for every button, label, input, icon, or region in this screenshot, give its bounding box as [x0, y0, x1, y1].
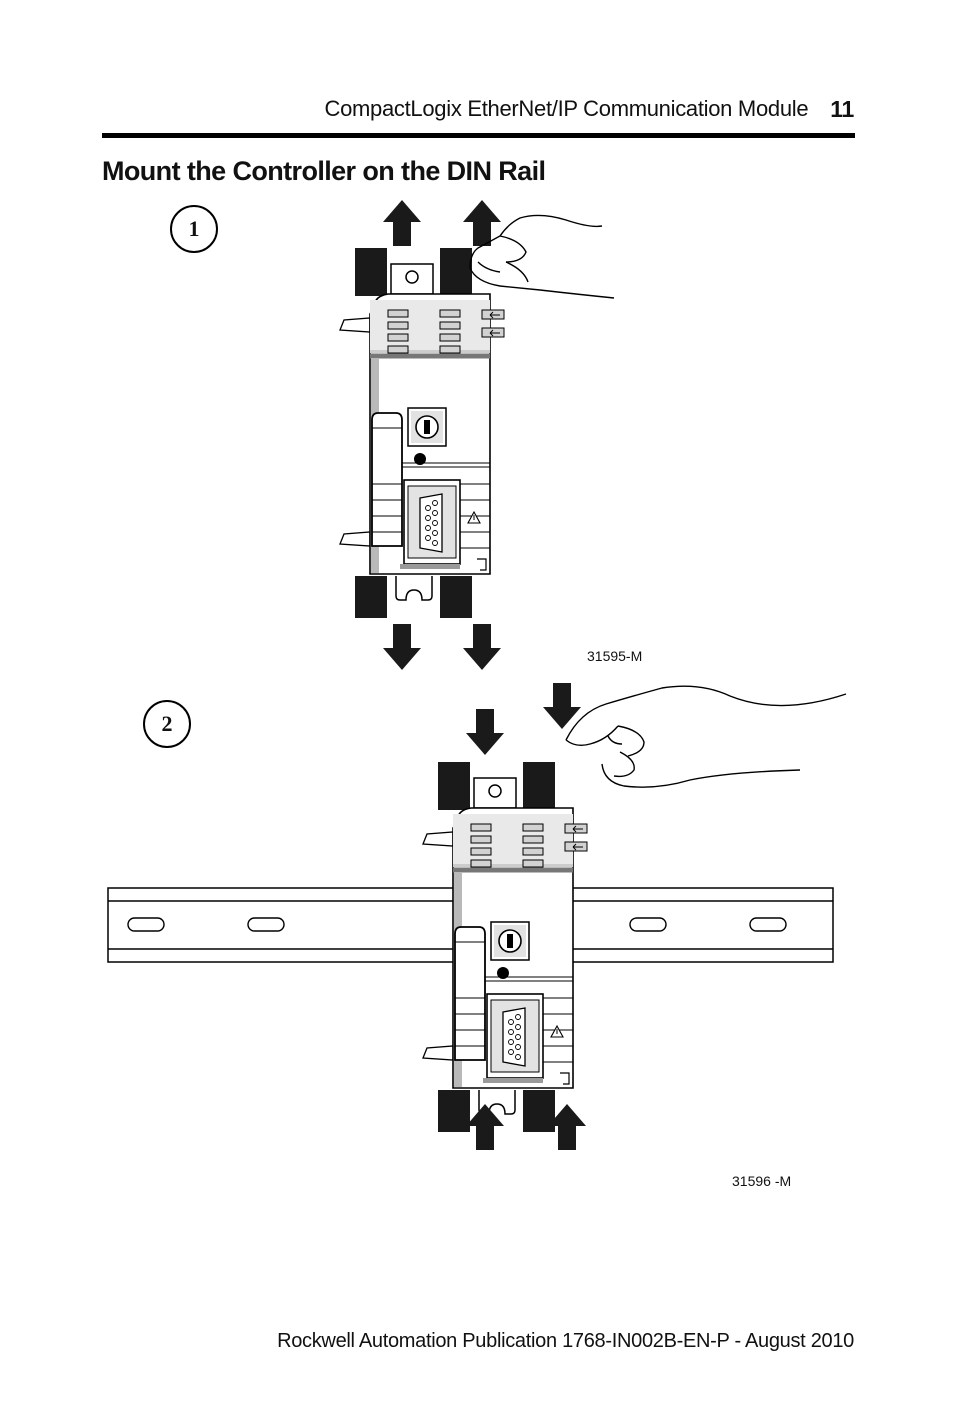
arrow-down-icon	[466, 709, 504, 755]
publication-footer: Rockwell Automation Publication 1768-IN0…	[277, 1330, 854, 1352]
hand-icon	[469, 214, 615, 299]
step-2-label: 2	[161, 711, 173, 736]
hand-icon	[565, 685, 847, 788]
arrow-down-icon	[463, 624, 501, 670]
arrow-up-icon	[466, 1104, 504, 1150]
figure-1-id: 31595-M	[587, 648, 643, 664]
step-1-label: 1	[188, 216, 200, 241]
figure-2	[107, 683, 847, 1150]
arrow-down-icon	[383, 624, 421, 670]
arrow-down-icon	[543, 683, 581, 729]
figure-2-id: 31596 -M	[732, 1173, 792, 1189]
step-2-marker: 2	[143, 700, 191, 748]
header-title: CompactLogix EtherNet/IP Communication M…	[324, 96, 809, 121]
header-rule	[102, 133, 855, 138]
running-header: CompactLogix EtherNet/IP Communication M…	[102, 92, 855, 126]
page-number: 11	[830, 95, 854, 122]
arrow-up-icon	[383, 200, 421, 246]
figure-1	[340, 200, 615, 670]
controller-module	[340, 248, 504, 618]
section-title: Mount the Controller on the DIN Rail	[102, 156, 546, 186]
step-1-marker: 1	[170, 205, 218, 253]
